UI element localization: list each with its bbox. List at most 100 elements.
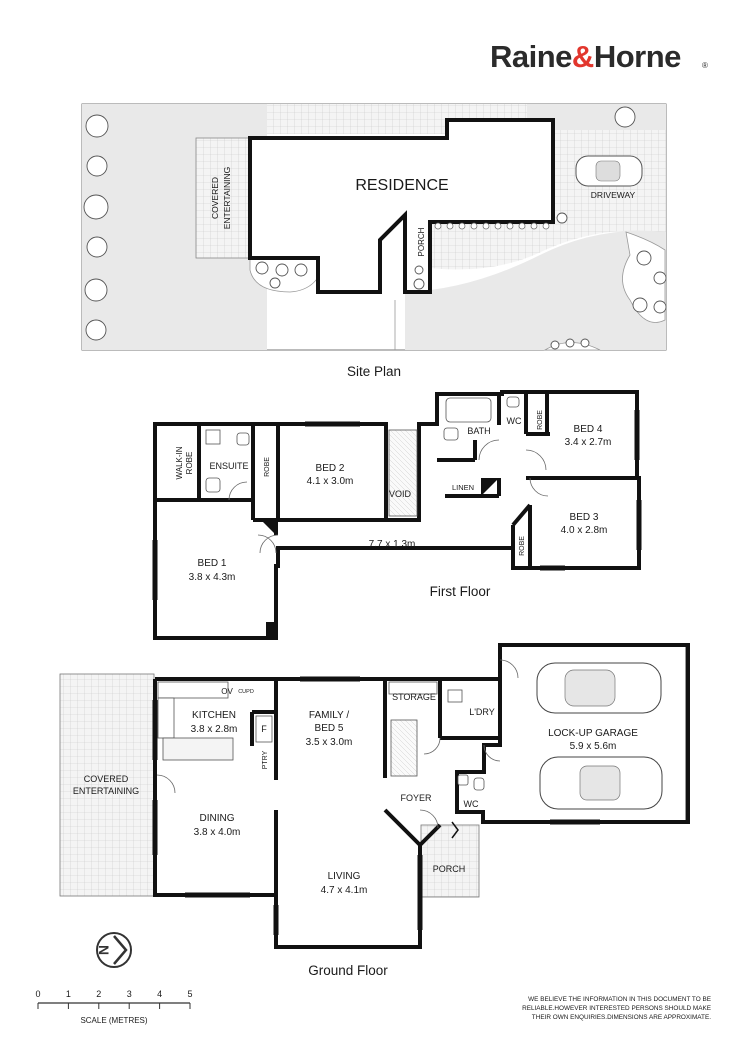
sink-icon: [205, 477, 221, 493]
door-swing-icon: [259, 534, 279, 554]
disclaimer: WE BELIEVE THE INFORMATION IN THIS DOCUM…: [522, 996, 711, 1021]
tree-icon: [653, 300, 667, 314]
door-swing-icon: [478, 439, 500, 461]
shrub-icon: [255, 261, 269, 275]
ensuite-label: ENSUITE: [209, 461, 248, 471]
bed4-size: 3.4 x 2.7m: [565, 437, 612, 448]
tree-icon: [85, 319, 107, 341]
kitchen-size: 3.8 x 2.8m: [191, 724, 238, 735]
kitchen-bench-icon: [157, 697, 175, 739]
tree-icon: [636, 250, 652, 266]
first-floor-walls: [153, 390, 641, 640]
tree-icon: [86, 236, 108, 258]
site-garden-row: [434, 222, 550, 230]
first-floor-windows: [152, 410, 642, 600]
first-floor-fixtures: [205, 396, 520, 517]
dining-name: DINING: [200, 813, 235, 824]
bed4-name: BED 4: [574, 424, 603, 435]
laundry-label: L'DRY: [469, 707, 495, 717]
door-swing-icon: [529, 477, 549, 497]
door-swing-icon: [419, 809, 439, 829]
shrub-icon: [413, 278, 425, 290]
fridge-label: F: [261, 724, 267, 734]
storage-label: STORAGE: [392, 692, 436, 702]
logo-registered-mark: ®: [702, 61, 708, 70]
shrub-icon: [269, 277, 281, 289]
scale-tick-label: 3: [127, 989, 132, 999]
kitchen-name: KITCHEN: [192, 710, 236, 721]
garage-car-2-icon: [539, 756, 663, 810]
site-covered-entertaining: [195, 137, 251, 259]
void-label: VOID: [389, 489, 412, 499]
family-name: FAMILY /: [309, 710, 349, 721]
shrub-icon: [275, 263, 289, 277]
site-plan: RESIDENCE DRIVEWAY COVERED ENTERTAINING …: [81, 103, 667, 351]
hallway-size: 7.7 x 1.3m: [369, 539, 416, 550]
family-size: 3.5 x 3.0m: [306, 737, 353, 748]
robe-bed2-label: ROBE: [264, 457, 271, 477]
shrub-icon: [414, 265, 424, 275]
door-swing-icon: [525, 449, 547, 471]
living-name: LIVING: [328, 871, 361, 882]
bed2-size: 4.1 x 3.0m: [307, 476, 354, 487]
tree-icon: [84, 278, 108, 302]
walkin-robe-label-2: ROBE: [185, 452, 194, 475]
site-porch-label: PORCH: [417, 227, 426, 256]
brand-logo: Raine&Horne ®: [490, 39, 708, 74]
staircase-icon: [390, 719, 418, 777]
bed2-name: BED 2: [316, 463, 345, 474]
door-swing-icon: [423, 737, 441, 755]
family-name-2: BED 5: [315, 723, 344, 734]
first-floor-column: [261, 520, 276, 535]
logo-ampersand: &: [572, 39, 594, 74]
first-floor-title: First Floor: [430, 584, 491, 599]
wc-ground-label: WC: [464, 799, 479, 809]
bed1-size: 3.8 x 4.3m: [189, 572, 236, 583]
door-swing-icon: [156, 774, 176, 794]
linen-label: LINEN: [452, 483, 474, 492]
garage-size: 5.9 x 5.6m: [570, 741, 617, 752]
tree-icon: [653, 271, 667, 285]
garage-name: LOCK-UP GARAGE: [548, 728, 638, 739]
ground-floor-doors: [156, 659, 519, 829]
first-floor-column: [266, 622, 276, 638]
ground-covered-label-2: ENTERTAINING: [73, 786, 139, 796]
scale-bar: 0 1 2 3 4 5 SCALE (METRES): [35, 989, 192, 1025]
entry-arrow-icon: [451, 821, 459, 839]
site-driveway-label: DRIVEWAY: [591, 190, 636, 200]
ground-floor-windows: [152, 676, 600, 935]
first-floor-plan: WALK-IN ROBE ENSUITE ROBE BED 2 4.1 x 3.…: [152, 390, 642, 640]
disclaimer-line-3: THEIR OWN ENQUIRIES.DIMENSIONS ARE APPRO…: [532, 1014, 711, 1021]
svg-text:Raine&Horne: Raine&Horne: [490, 39, 681, 74]
robe-bed3-label: ROBE: [519, 536, 526, 556]
site-plants: [83, 106, 667, 350]
tree-icon: [85, 114, 109, 138]
north-letter: N: [96, 945, 112, 955]
first-floor-doors: [228, 439, 549, 554]
shrub-icon: [556, 212, 568, 224]
scale-tick-label: 0: [35, 989, 40, 999]
logo-raine: Raine: [490, 39, 572, 74]
door-swing-icon: [257, 534, 277, 554]
walkin-robe-label-1: WALK-IN: [175, 446, 184, 479]
scale-tick-label: 5: [187, 989, 192, 999]
toilet-icon: [473, 777, 485, 791]
site-lawn-bottom: [405, 230, 666, 350]
garage-car-1-icon: [536, 662, 662, 714]
door-swing-icon: [483, 744, 501, 762]
ground-covered-entertaining: [59, 673, 155, 897]
site-car-icon: [575, 155, 643, 187]
shrub-icon: [294, 263, 308, 277]
dining-size: 3.8 x 4.0m: [194, 827, 241, 838]
bed1-name: BED 1: [198, 558, 227, 569]
logo-horne: Horne: [594, 39, 681, 74]
north-arrow-icon: N: [96, 932, 132, 968]
tree-icon: [614, 106, 636, 128]
porch-label: PORCH: [433, 864, 466, 874]
tree-icon: [632, 297, 648, 313]
bath-label: BATH: [467, 426, 490, 436]
shrub-icon: [550, 340, 560, 350]
tree-icon: [86, 155, 108, 177]
ground-floor-plan: OV CUPD KITCHEN 3.8 x 2.8m F PTRY FAMILY…: [59, 643, 690, 949]
